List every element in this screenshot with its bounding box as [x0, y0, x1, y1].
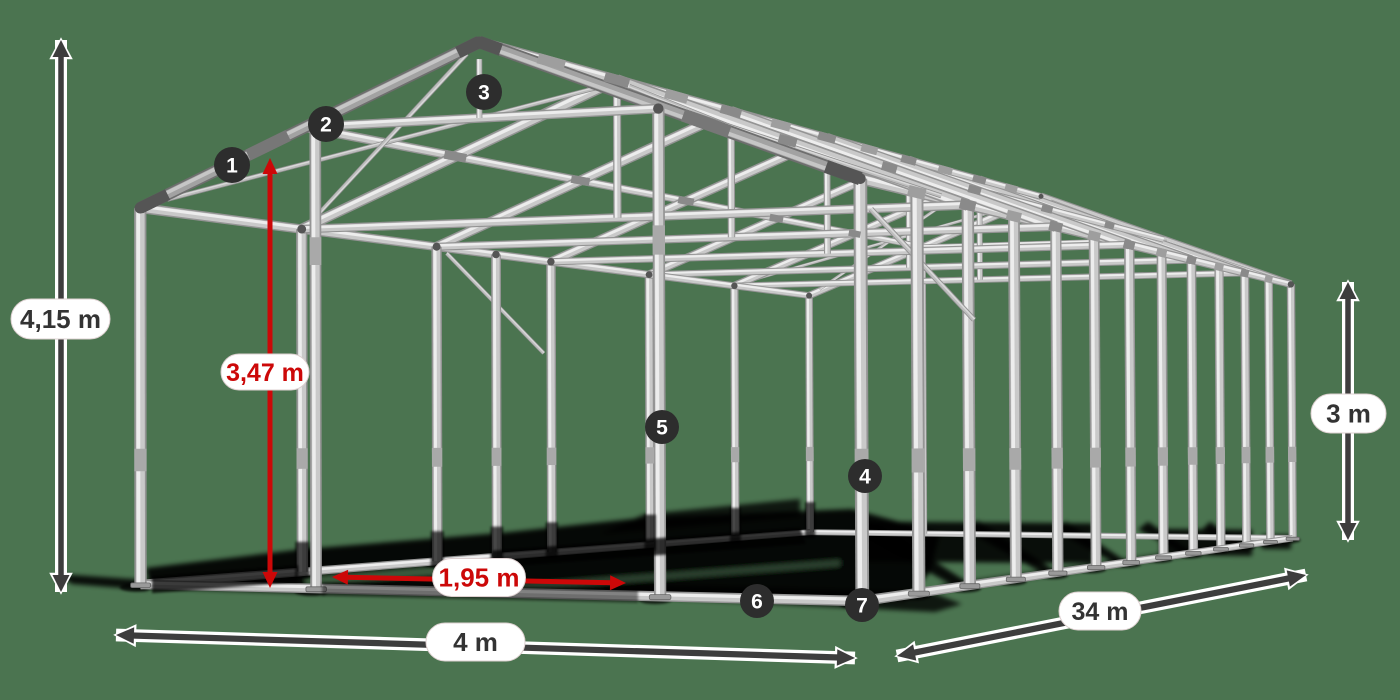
svg-text:6: 6	[751, 591, 763, 614]
svg-text:7: 7	[856, 595, 868, 618]
svg-text:2: 2	[320, 114, 332, 137]
svg-text:34 m: 34 m	[1072, 598, 1129, 626]
svg-text:3 m: 3 m	[1326, 399, 1371, 429]
svg-text:4,15 m: 4,15 m	[20, 304, 101, 334]
svg-text:4 m: 4 m	[453, 627, 498, 657]
svg-text:3,47 m: 3,47 m	[226, 359, 304, 387]
svg-text:1: 1	[226, 155, 238, 178]
svg-text:5: 5	[656, 417, 668, 440]
svg-text:4: 4	[859, 466, 871, 489]
svg-text:3: 3	[478, 82, 490, 105]
svg-text:1,95 m: 1,95 m	[439, 563, 520, 593]
